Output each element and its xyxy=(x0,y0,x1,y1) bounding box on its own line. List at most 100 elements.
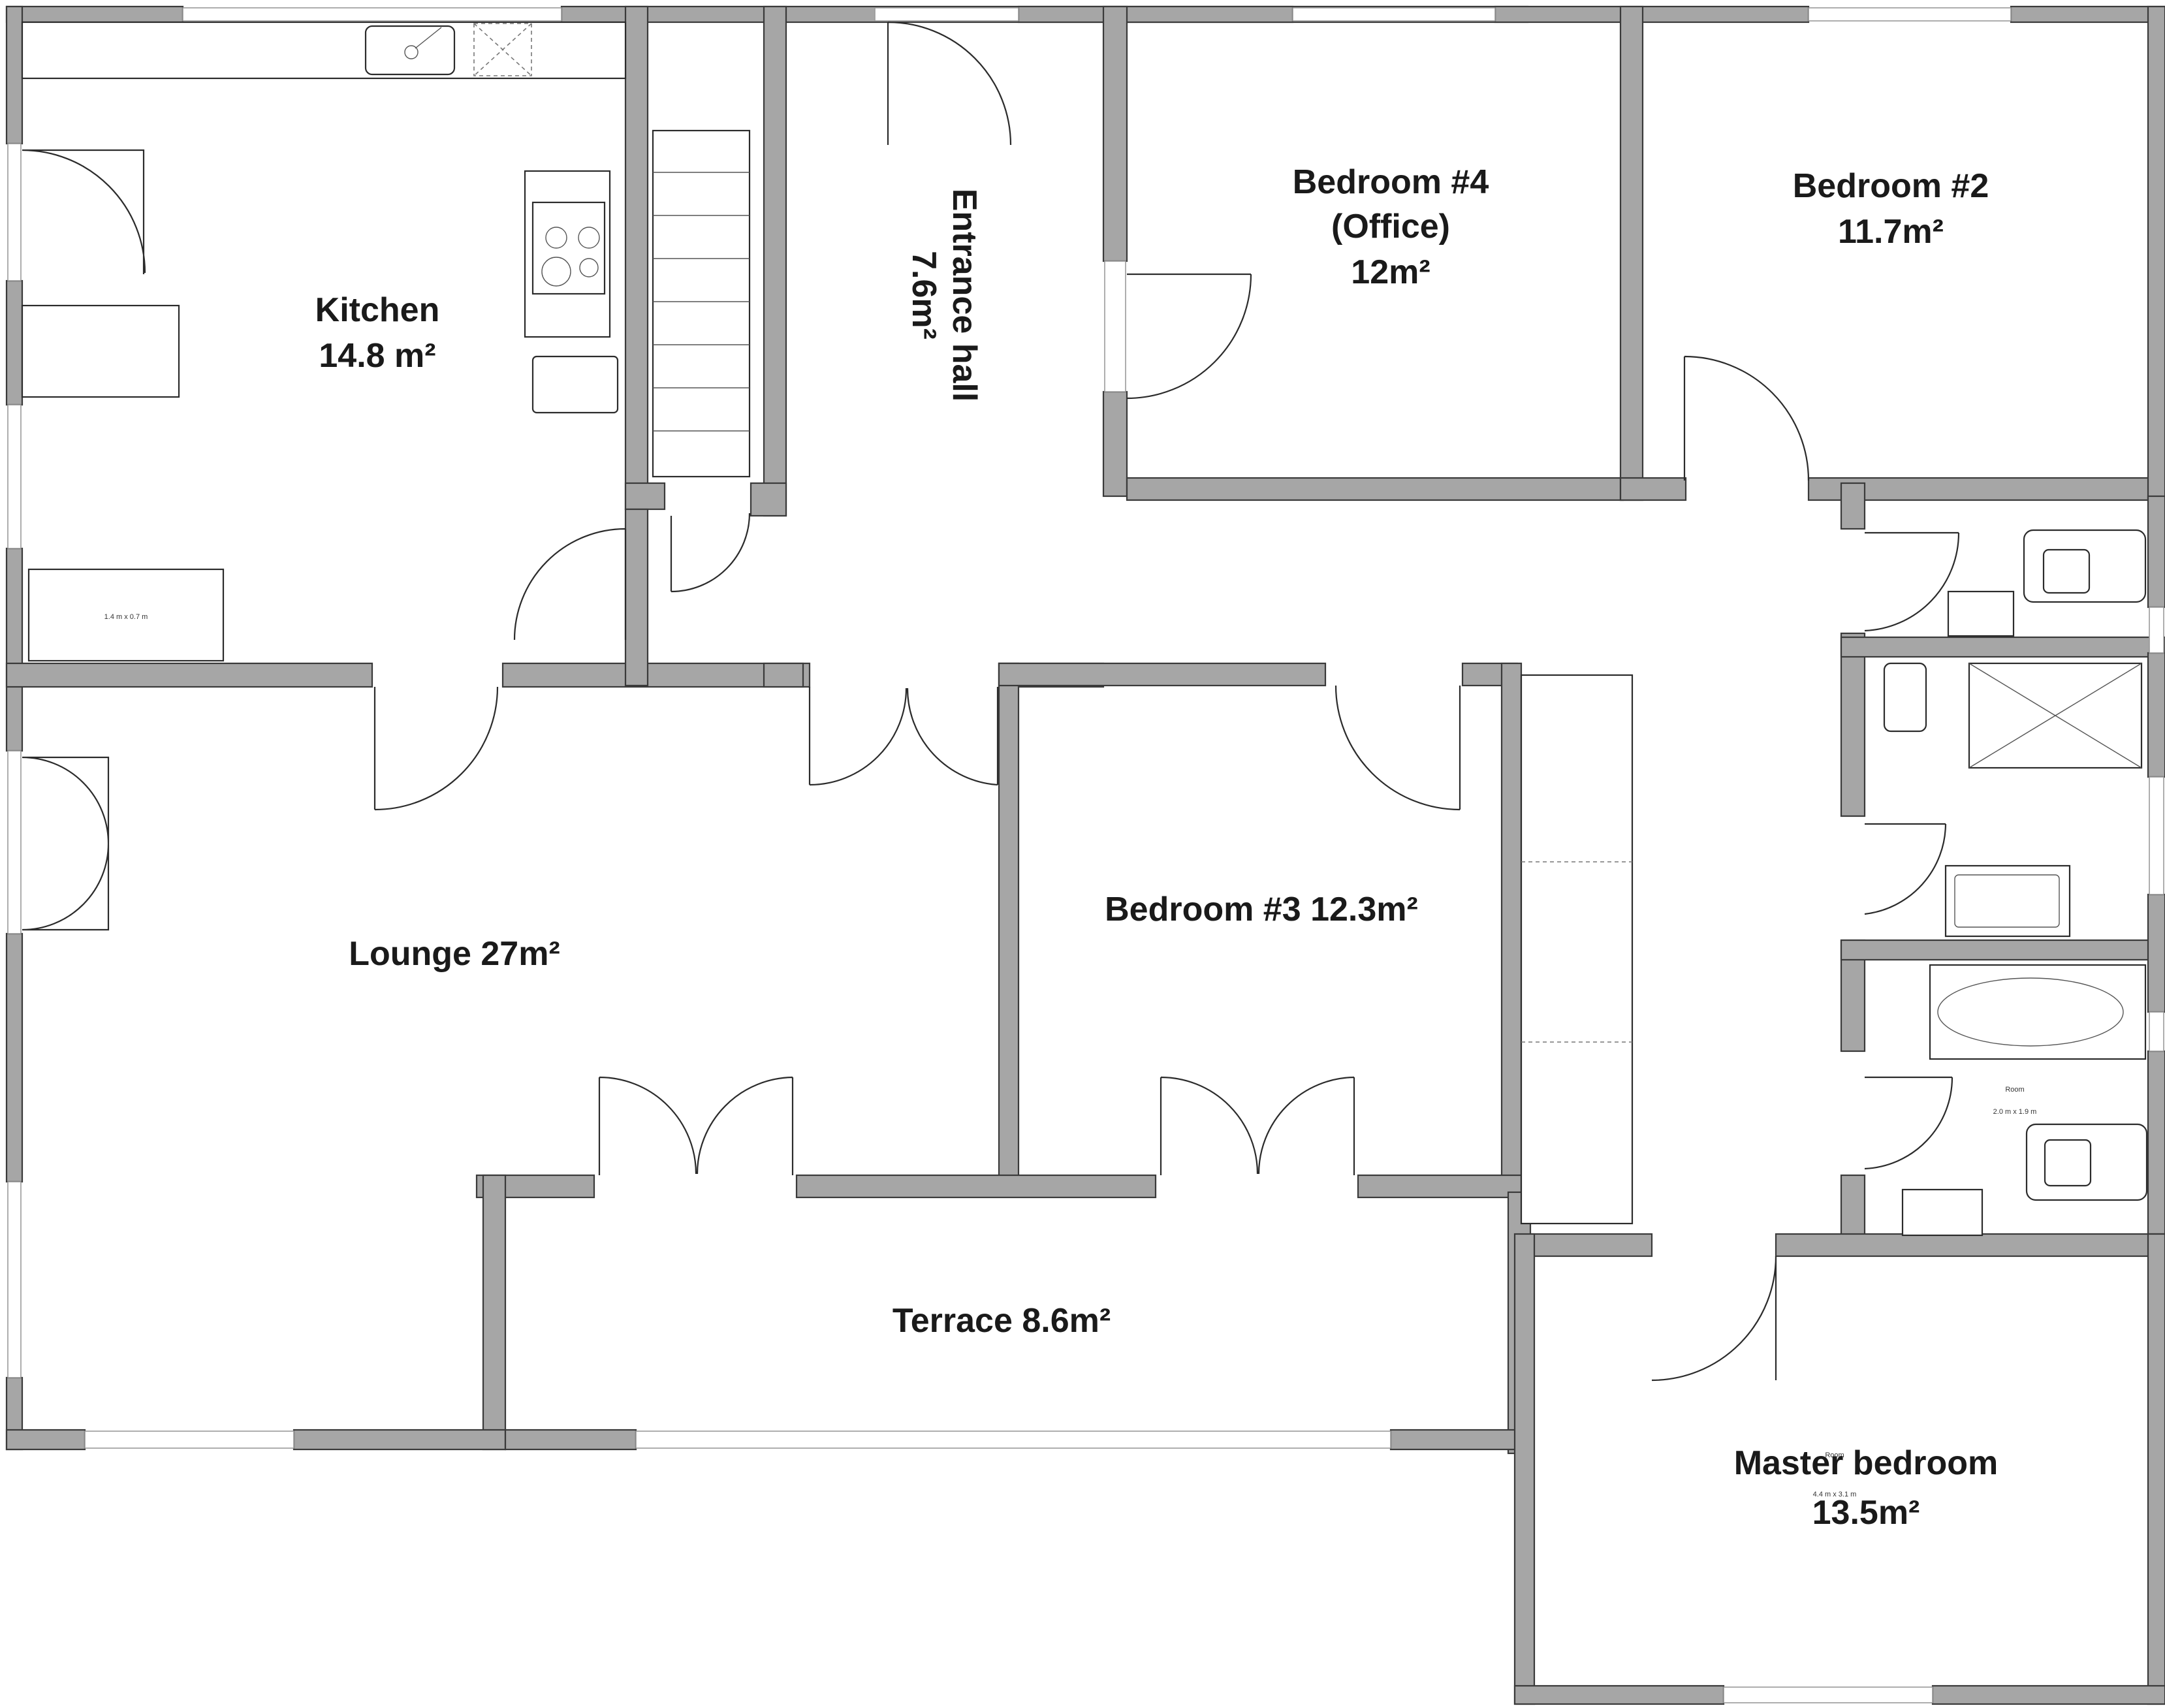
dishwasher-icon xyxy=(473,23,532,76)
entrance-name: Entrance hall xyxy=(945,189,983,402)
bathtub-icon xyxy=(1929,964,2147,1060)
wall-right-bed2 xyxy=(2147,5,2165,501)
staircase xyxy=(652,129,751,478)
burner-icon xyxy=(541,257,571,287)
door-understair xyxy=(670,513,751,593)
shower-drain-lines xyxy=(1968,663,2142,768)
wall-right-bath4 xyxy=(2147,1050,2165,1255)
wall-top-bed2-right xyxy=(2010,5,2165,24)
kitchen-counter xyxy=(21,21,627,80)
wall-master-right xyxy=(2147,1233,2165,1705)
master-name: Master bedroom xyxy=(1734,1444,1999,1482)
bedroom4-sub: (Office) xyxy=(1331,208,1450,245)
wall-left-4 xyxy=(5,932,24,1183)
wall-stair-base-l xyxy=(624,482,666,511)
wall-bottom-1 xyxy=(5,1429,86,1451)
wall-left-3 xyxy=(5,547,24,752)
wardrobe xyxy=(1520,674,1634,1225)
entrance-area: 7.6m² xyxy=(905,251,943,340)
tub-bowl-icon xyxy=(1937,977,2124,1047)
door-kitchen-hall xyxy=(513,528,627,640)
wall-master-left xyxy=(1513,1233,1536,1705)
entrance-label-group: Entrance hall 7.6m² xyxy=(905,189,983,402)
wall-bed4-bed2 xyxy=(1619,5,1644,501)
wall-bottom-2 xyxy=(292,1429,507,1451)
master-area: 13.5m² xyxy=(1812,1494,1920,1532)
window-lounge-bottom xyxy=(84,1431,294,1449)
door-terrace-b xyxy=(696,1076,794,1175)
toilet-icon xyxy=(1883,662,1927,733)
stair-treads xyxy=(653,172,750,432)
door-master xyxy=(1651,1256,1777,1382)
bedroom4-area: 12m² xyxy=(1351,253,1430,291)
bedroom4-name: Bedroom #4 xyxy=(1293,163,1489,201)
wall-bottom-3 xyxy=(504,1429,637,1451)
wall-bath-l1 xyxy=(1840,482,1866,530)
window-bath2-right xyxy=(2149,776,2164,895)
window-kitchen-left xyxy=(7,143,22,281)
wall-kitchen-lounge-2 xyxy=(501,662,811,688)
wall-terrace-left xyxy=(482,1174,507,1451)
kitchen-fixtures: 1.4 m x 0.7 m xyxy=(21,21,627,662)
bathroom-fixtures: Room 2.0 m x 1.9 m xyxy=(1883,529,2148,1237)
kitchen-table-size: 1.4 m x 0.7 m xyxy=(104,613,148,621)
window-terrace-bottom xyxy=(635,1431,1391,1449)
lounge-label: Lounge 27m² xyxy=(349,935,560,973)
wall-right-bath3 xyxy=(2147,893,2165,1013)
kitchen-cabinet xyxy=(21,304,180,398)
bath-room-name: Room xyxy=(2005,1086,2024,1094)
window-bath1-right xyxy=(2149,607,2164,654)
wall-bed2-bottom-l xyxy=(1619,477,1687,501)
wall-bed3-bottom-1 xyxy=(795,1174,1157,1199)
door-bedroom4 xyxy=(1126,273,1252,400)
windows xyxy=(7,7,2164,1703)
bedroom2-area: 11.7m² xyxy=(1838,213,1944,251)
door-bed3-terrace-a xyxy=(1160,1076,1259,1175)
washbasin-icon xyxy=(1901,1188,1983,1237)
wall-top-bed2-left xyxy=(1494,5,1810,24)
bedroom3-label: Bedroom #3 12.3m² xyxy=(1105,891,1418,928)
sink-icon xyxy=(364,25,456,76)
wall-stair-left xyxy=(624,5,649,511)
door-hall-lounge-a xyxy=(808,687,908,786)
wall-right-bath2 xyxy=(2147,652,2165,778)
burner-icon xyxy=(545,227,567,249)
doors xyxy=(22,21,1960,1382)
burner-icon xyxy=(578,227,600,249)
wall-bath-l2 xyxy=(1840,632,1866,817)
washbasin-icon xyxy=(1947,590,2015,637)
cooktop-icon xyxy=(531,201,606,295)
wall-left-2 xyxy=(5,279,24,406)
window-lounge-left-1 xyxy=(7,750,22,934)
opening-bed4-door xyxy=(1104,261,1126,392)
wall-hall-right-top xyxy=(1102,5,1128,262)
master-room-size: 4.4 m x 3.1 m xyxy=(1813,1491,1857,1498)
corridor-wardrobe xyxy=(1520,674,1634,1225)
wall-left-1 xyxy=(5,5,24,145)
wall-corr-bottom-l xyxy=(1520,1233,1653,1257)
door-bath3 xyxy=(1864,1076,1953,1170)
toilet-bowl-icon xyxy=(2044,1139,2092,1187)
wall-top-bed4 xyxy=(1017,5,1294,24)
terrace-label: Terrace 8.6m² xyxy=(893,1302,1111,1340)
burner-icon xyxy=(579,258,599,277)
wall-corr-bottom-r xyxy=(1775,1233,2165,1257)
stool-icon xyxy=(531,355,619,414)
toilet-bowl-icon xyxy=(2042,548,2091,594)
wall-kitchen-lounge-1 xyxy=(5,662,373,688)
wall-hall-right-mid xyxy=(1102,390,1128,498)
wall-master-bottom-r xyxy=(1931,1684,2165,1705)
wall-right-bath1 xyxy=(2147,495,2165,609)
wall-top-kitchen-left xyxy=(5,5,184,24)
wall-bath-div2 xyxy=(1840,939,2165,961)
door-bed3-terrace-b xyxy=(1257,1076,1355,1175)
window-hall-top xyxy=(874,7,1019,22)
wall-bed3-bottom-2 xyxy=(1357,1174,1523,1199)
wall-bed2-bottom-r xyxy=(1807,477,2165,501)
door-lounge-top xyxy=(373,686,499,811)
wall-stair-base-r xyxy=(750,482,787,517)
window-bed2-top xyxy=(1808,7,2012,22)
wall-kitchen-right xyxy=(624,508,649,687)
bath-room-size: 2.0 m x 1.9 m xyxy=(1993,1108,2037,1116)
